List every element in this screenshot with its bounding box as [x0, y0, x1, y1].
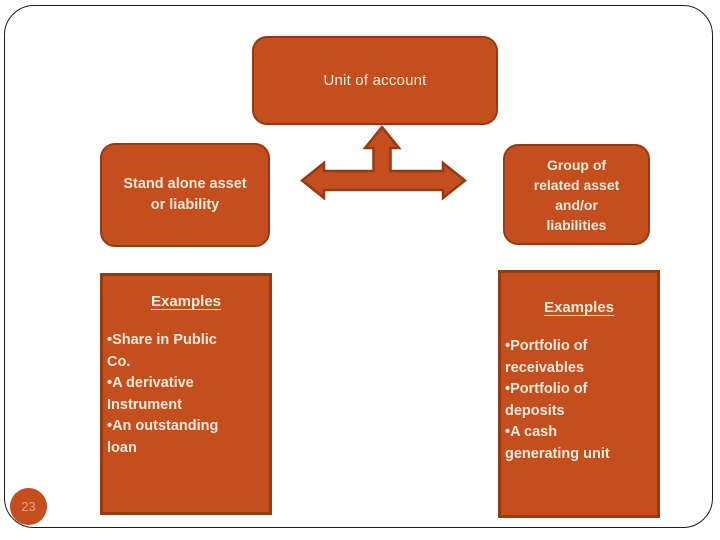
examples-title-left: Examples — [150, 293, 222, 310]
text-line: Co. — [107, 353, 131, 370]
unit-of-account-box: Unit of account — [252, 36, 498, 125]
text-line: receivables — [505, 359, 585, 376]
text-line: •Share in Public — [107, 332, 217, 348]
unit-of-account-label: Unit of account — [323, 72, 427, 89]
text-line: •A derivative — [107, 375, 194, 391]
examples-title-right: Examples — [543, 299, 615, 316]
page-number: 23 — [21, 499, 36, 514]
page-number-badge: 23 — [10, 488, 47, 525]
stand-alone-box: Stand alone asset or liability — [100, 143, 270, 247]
text-line: loan — [107, 439, 137, 456]
text-line: Group of — [546, 156, 607, 173]
examples-list-right: •Portfolio of receivables •Portfolio of dep… — [501, 336, 657, 465]
text-line: liabilities — [546, 216, 607, 233]
text-line: Stand alone asset — [123, 176, 247, 192]
text-line: •A cash — [505, 424, 558, 440]
text-line: related asset — [533, 176, 620, 193]
text-line: •Portfolio of — [505, 381, 588, 397]
text-line: or liability — [150, 197, 220, 213]
group-related-box: Group of related asset and/or liabilities — [503, 144, 650, 245]
slide-border-frame — [4, 5, 713, 528]
text-line: and/or — [555, 196, 598, 213]
text-line: Instrument — [107, 396, 182, 413]
text-line: •An outstanding — [107, 418, 219, 434]
text-line: generating unit — [505, 445, 610, 462]
text-line: •Portfolio of — [505, 338, 588, 354]
text-line: deposits — [505, 402, 565, 419]
